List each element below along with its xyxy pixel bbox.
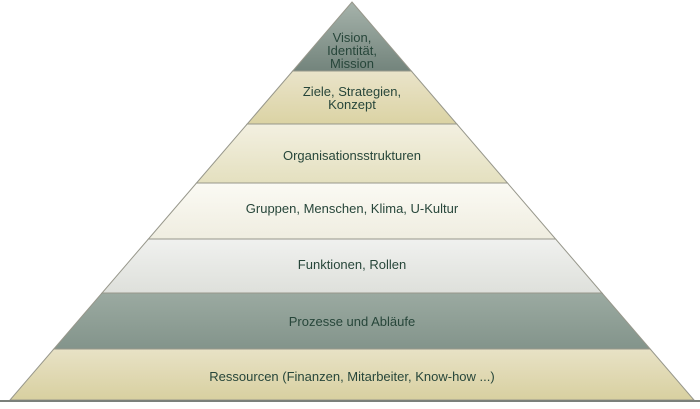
label-ressourcen: Ressourcen (Finanzen, Mitarbeiter, Know-… — [209, 369, 494, 384]
label-prozesse: Prozesse und Abläufe — [289, 314, 415, 329]
label-vision-line2: Identität, — [327, 43, 377, 58]
label-ziele-line1: Ziele, Strategien, — [303, 84, 401, 99]
label-ziele-line2: Konzept — [328, 97, 376, 112]
pyramid-labels: Vision, Identität, Mission Ziele, Strate… — [209, 30, 494, 384]
label-vision-line1: Vision, — [333, 30, 372, 45]
pyramid-layers — [8, 1, 696, 401]
pyramid-layer-vision — [291, 1, 413, 72]
label-funktionen: Funktionen, Rollen — [298, 257, 406, 272]
label-vision-line3: Mission — [330, 56, 374, 71]
label-gruppen: Gruppen, Menschen, Klima, U-Kultur — [246, 201, 459, 216]
label-organisationsstrukturen: Organisationsstrukturen — [283, 148, 421, 163]
